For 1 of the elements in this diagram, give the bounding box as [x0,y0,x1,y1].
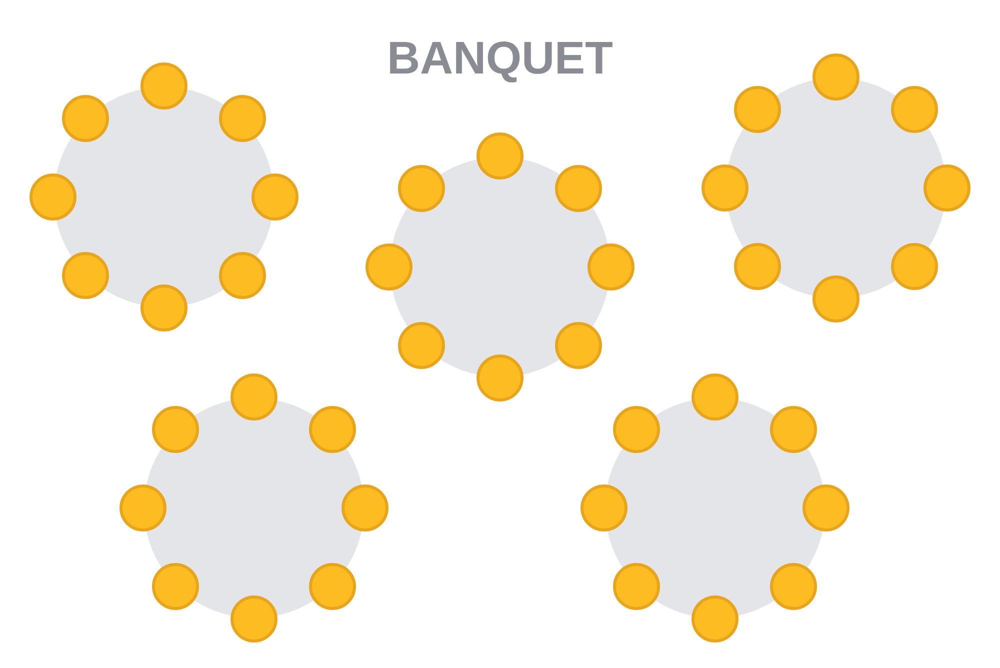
title: BANQUET [390,42,612,82]
